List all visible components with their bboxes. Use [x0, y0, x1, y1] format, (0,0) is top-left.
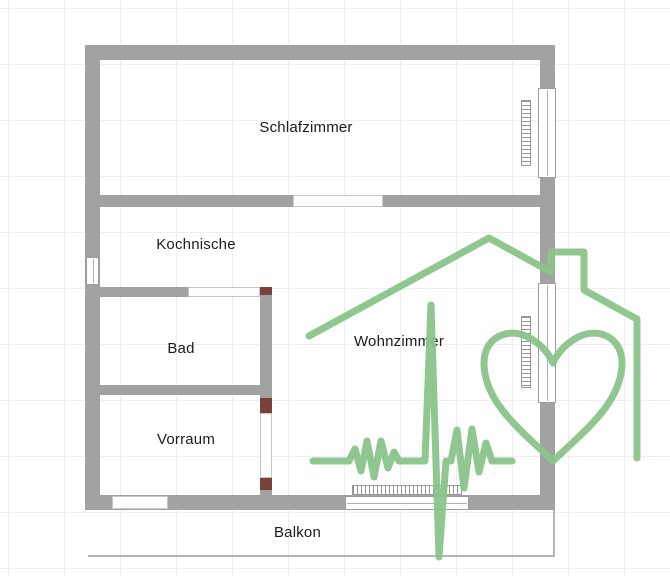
room-label-vorraum: Vorraum [156, 431, 216, 448]
balcony-line-bottom [88, 555, 555, 557]
room-label-balkon: Balkon [273, 524, 322, 541]
door-frame-bottom [260, 478, 272, 490]
wall-vertical-upper [260, 287, 272, 413]
door-frame-middle [260, 398, 272, 413]
balcony-line-right [553, 510, 555, 557]
radiator-bottom [352, 485, 462, 495]
door-frame-top [260, 287, 272, 295]
door-opening-balcony-left [112, 496, 168, 509]
room-label-bad: Bad [167, 340, 195, 357]
room-label-wohnzimmer: Wohnzimmer [353, 333, 445, 350]
door-opening-bad [188, 287, 260, 297]
window-left [86, 257, 99, 285]
room-label-schlafzimmer: Schlafzimmer [259, 119, 353, 136]
window-right-upper [538, 88, 556, 178]
room-label-kochnische: Kochnische [156, 236, 236, 253]
wall-bad-bottom [100, 385, 260, 395]
door-opening-schlafzimmer [293, 195, 383, 207]
radiator-right-upper [521, 100, 531, 166]
window-right-lower [538, 283, 556, 403]
wall-schlafzimmer-left [100, 195, 293, 207]
wall-schlafzimmer-right [383, 195, 540, 207]
outer-wall-top [85, 45, 555, 60]
window-bottom-balcony [345, 496, 469, 510]
radiator-right-lower [521, 316, 531, 388]
door-opening-vorraum [260, 413, 272, 478]
wall-bad-top [100, 287, 188, 297]
